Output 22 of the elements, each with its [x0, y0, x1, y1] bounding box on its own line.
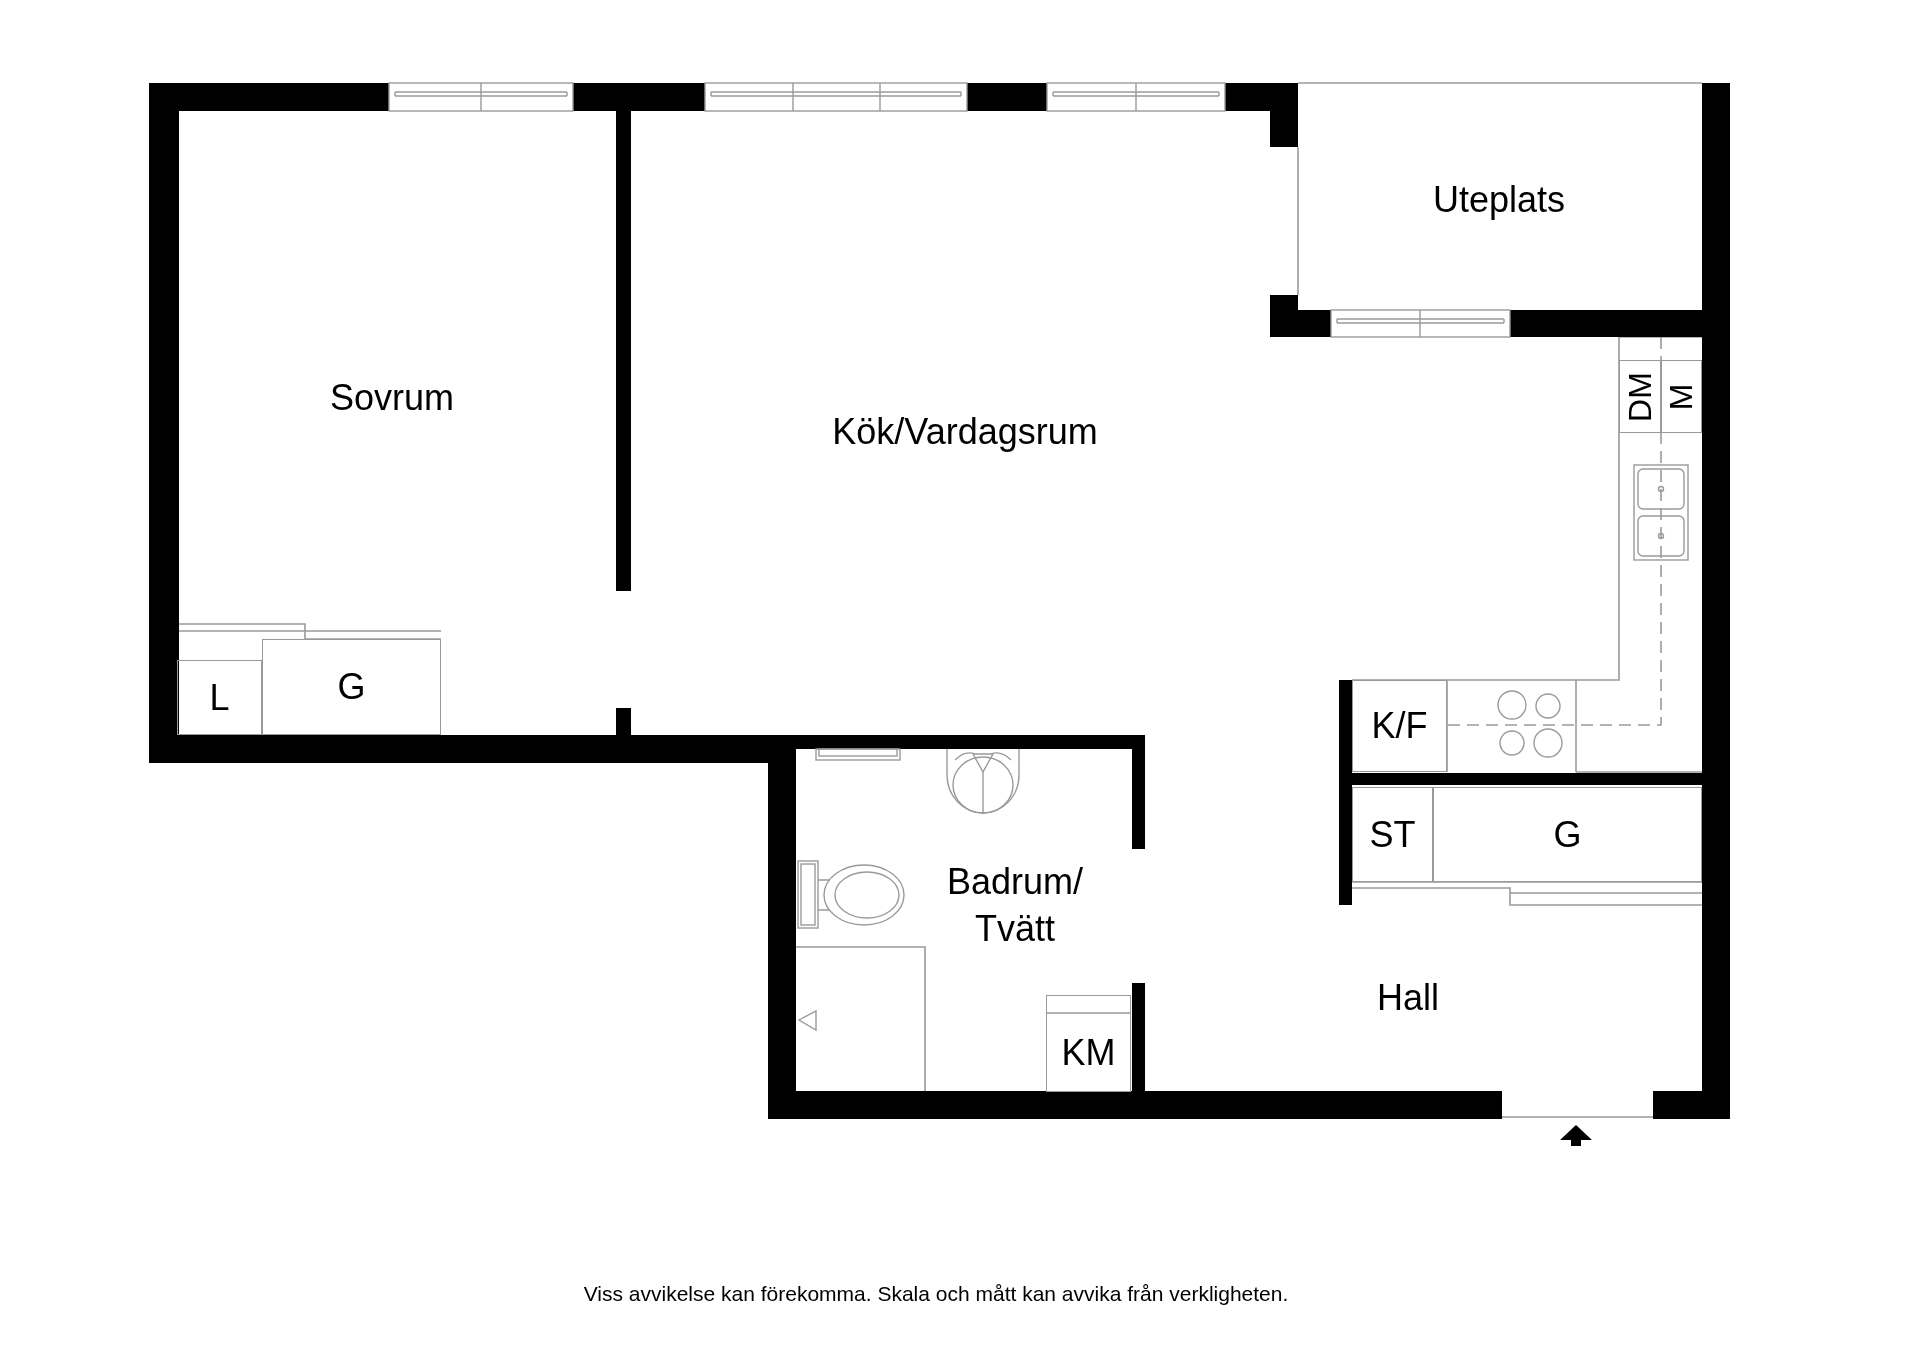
- fixture-label: M: [1665, 383, 1698, 410]
- fixture-label: G: [337, 669, 366, 705]
- room-label: Badrum/ Tvätt: [945, 860, 1085, 951]
- fixture-box: [1433, 787, 1702, 882]
- fixture-box: [177, 660, 262, 735]
- fixture-box: [1046, 995, 1131, 1092]
- room-label: Uteplats: [1432, 177, 1566, 222]
- fixture-box: [1352, 680, 1447, 772]
- fixture-label: G: [1553, 816, 1582, 853]
- fixture-box: [1661, 360, 1702, 433]
- fixture-box: [1619, 360, 1661, 433]
- room-label: Kök/Vardagsrum: [832, 409, 1098, 454]
- fixture-box: [262, 639, 441, 735]
- fixture-box: [1352, 787, 1433, 882]
- fixture-label: KM: [1061, 1034, 1116, 1071]
- room-label: Sovrum: [330, 375, 454, 420]
- fixture-label: ST: [1369, 816, 1416, 853]
- fixture-label: L: [209, 679, 230, 716]
- fixture-label: K/F: [1371, 708, 1428, 744]
- room-label: Hall: [1377, 975, 1439, 1020]
- fixture-label: DM: [1624, 371, 1656, 422]
- caption: Viss avvikelse kan förekomma. Skala och mått kan avvika från verkligheten.: [583, 1282, 1289, 1306]
